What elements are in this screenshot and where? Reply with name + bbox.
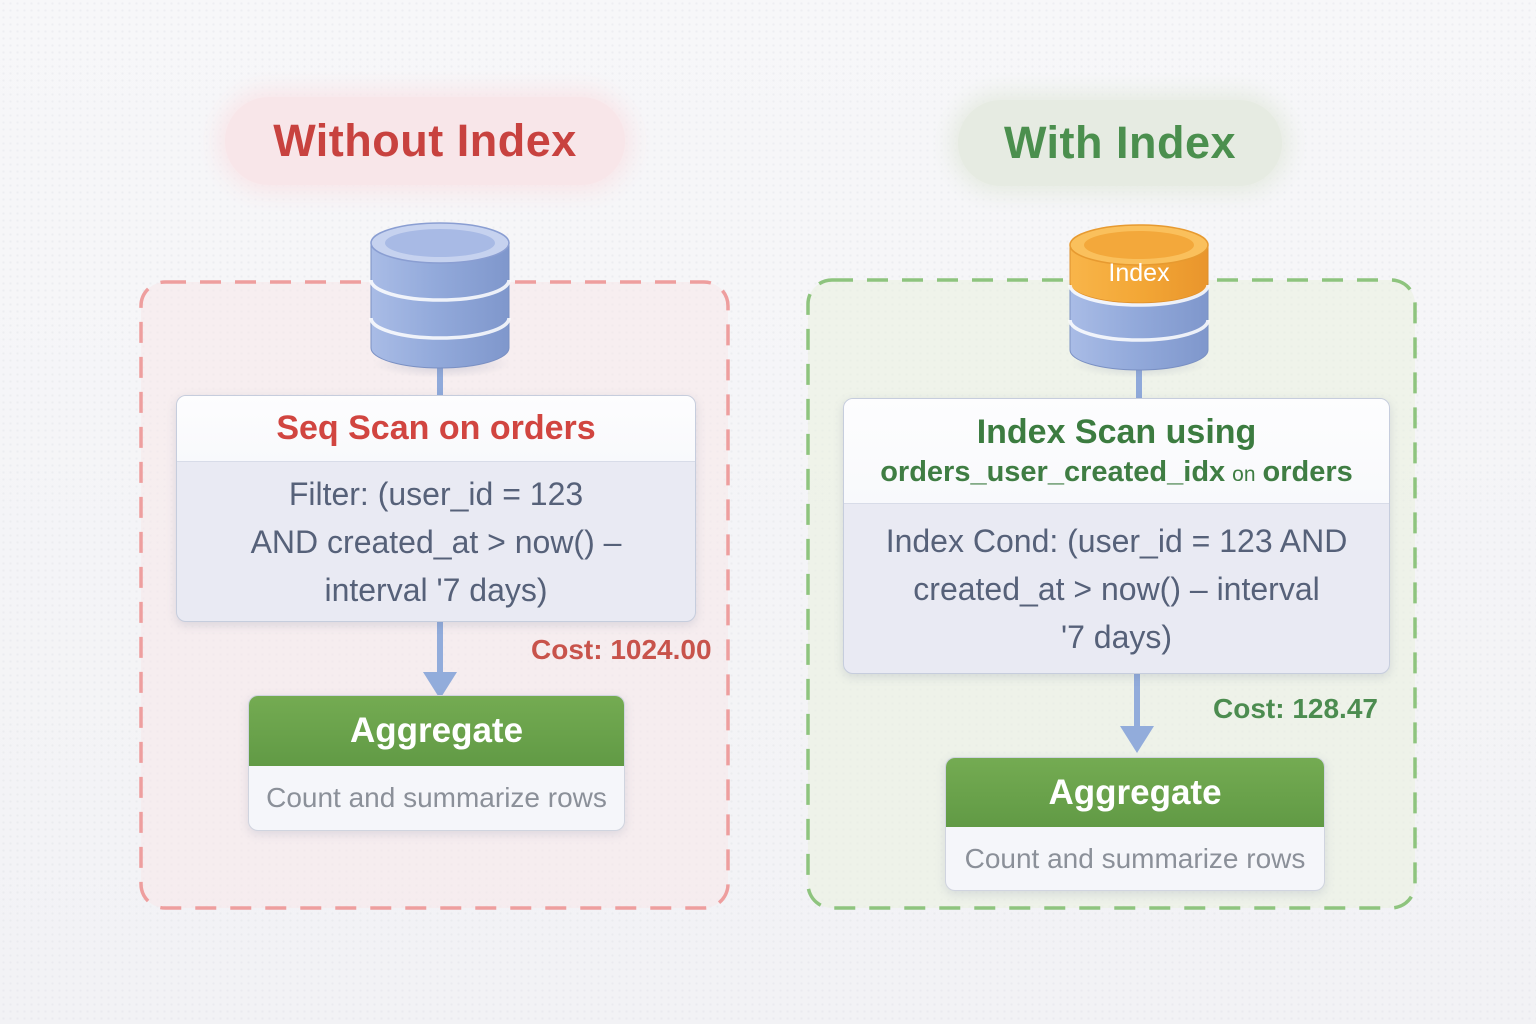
- index-cond-line: created_at > now() – interval: [913, 570, 1320, 607]
- filter-line: AND created_at > now() –: [250, 524, 622, 560]
- seq-scan-title: Seq Scan on orders: [276, 409, 596, 447]
- index-cylinder-label: Index: [1108, 259, 1170, 287]
- on-word: on: [1232, 462, 1256, 486]
- arrow-down-icon: [1120, 726, 1154, 753]
- arrow-down-icon: [437, 622, 443, 676]
- seq-scan-node-body: Filter: (user_id = 123 AND created_at > …: [177, 462, 695, 621]
- with-index-title: With Index: [958, 100, 1282, 186]
- index-name: orders_user_created_idx: [880, 455, 1226, 488]
- connector-line: [1136, 358, 1142, 400]
- arrow-down-icon: [1134, 674, 1140, 730]
- index-cond-line: Index Cond: (user_id = 123 AND: [885, 522, 1348, 559]
- aggregate-subtitle: Count and summarize rows: [266, 782, 607, 813]
- filter-line: interval '7 days): [324, 572, 548, 608]
- aggregate-node: Aggregate Count and summarize rows: [945, 757, 1325, 891]
- filter-line: Filter: (user_id = 123: [288, 476, 584, 512]
- database-icon: [369, 222, 511, 369]
- aggregate-title: Aggregate: [946, 758, 1324, 827]
- without-index-title: Without Index: [225, 97, 625, 185]
- aggregate-title: Aggregate: [249, 696, 624, 766]
- arrow-down-icon: [423, 672, 457, 699]
- index-scan-node: Index Scan using orders_user_created_idx…: [843, 398, 1390, 674]
- index-cond-line: '7 days): [1060, 618, 1173, 655]
- with-index-title-label: With Index: [1003, 117, 1237, 168]
- index-scan-node-header: Index Scan using orders_user_created_idx…: [844, 399, 1389, 504]
- seq-scan-cost: Cost: 1024.00: [531, 634, 712, 665]
- table-name: orders: [1262, 455, 1353, 488]
- without-index-title-label: Without Index: [273, 115, 577, 166]
- index-scan-cost: Cost: 128.47: [1213, 693, 1378, 724]
- seq-scan-node: Seq Scan on orders Filter: (user_id = 12…: [176, 395, 696, 622]
- connector-line: [437, 358, 443, 398]
- database-with-index-icon: Index: [1068, 224, 1210, 371]
- index-scan-title-line1: Index Scan using: [976, 412, 1257, 451]
- index-scan-node-body: Index Cond: (user_id = 123 AND created_a…: [844, 504, 1389, 673]
- aggregate-node: Aggregate Count and summarize rows: [248, 695, 625, 831]
- aggregate-subtitle: Count and summarize rows: [964, 842, 1306, 874]
- seq-scan-node-header: Seq Scan on orders: [177, 396, 695, 462]
